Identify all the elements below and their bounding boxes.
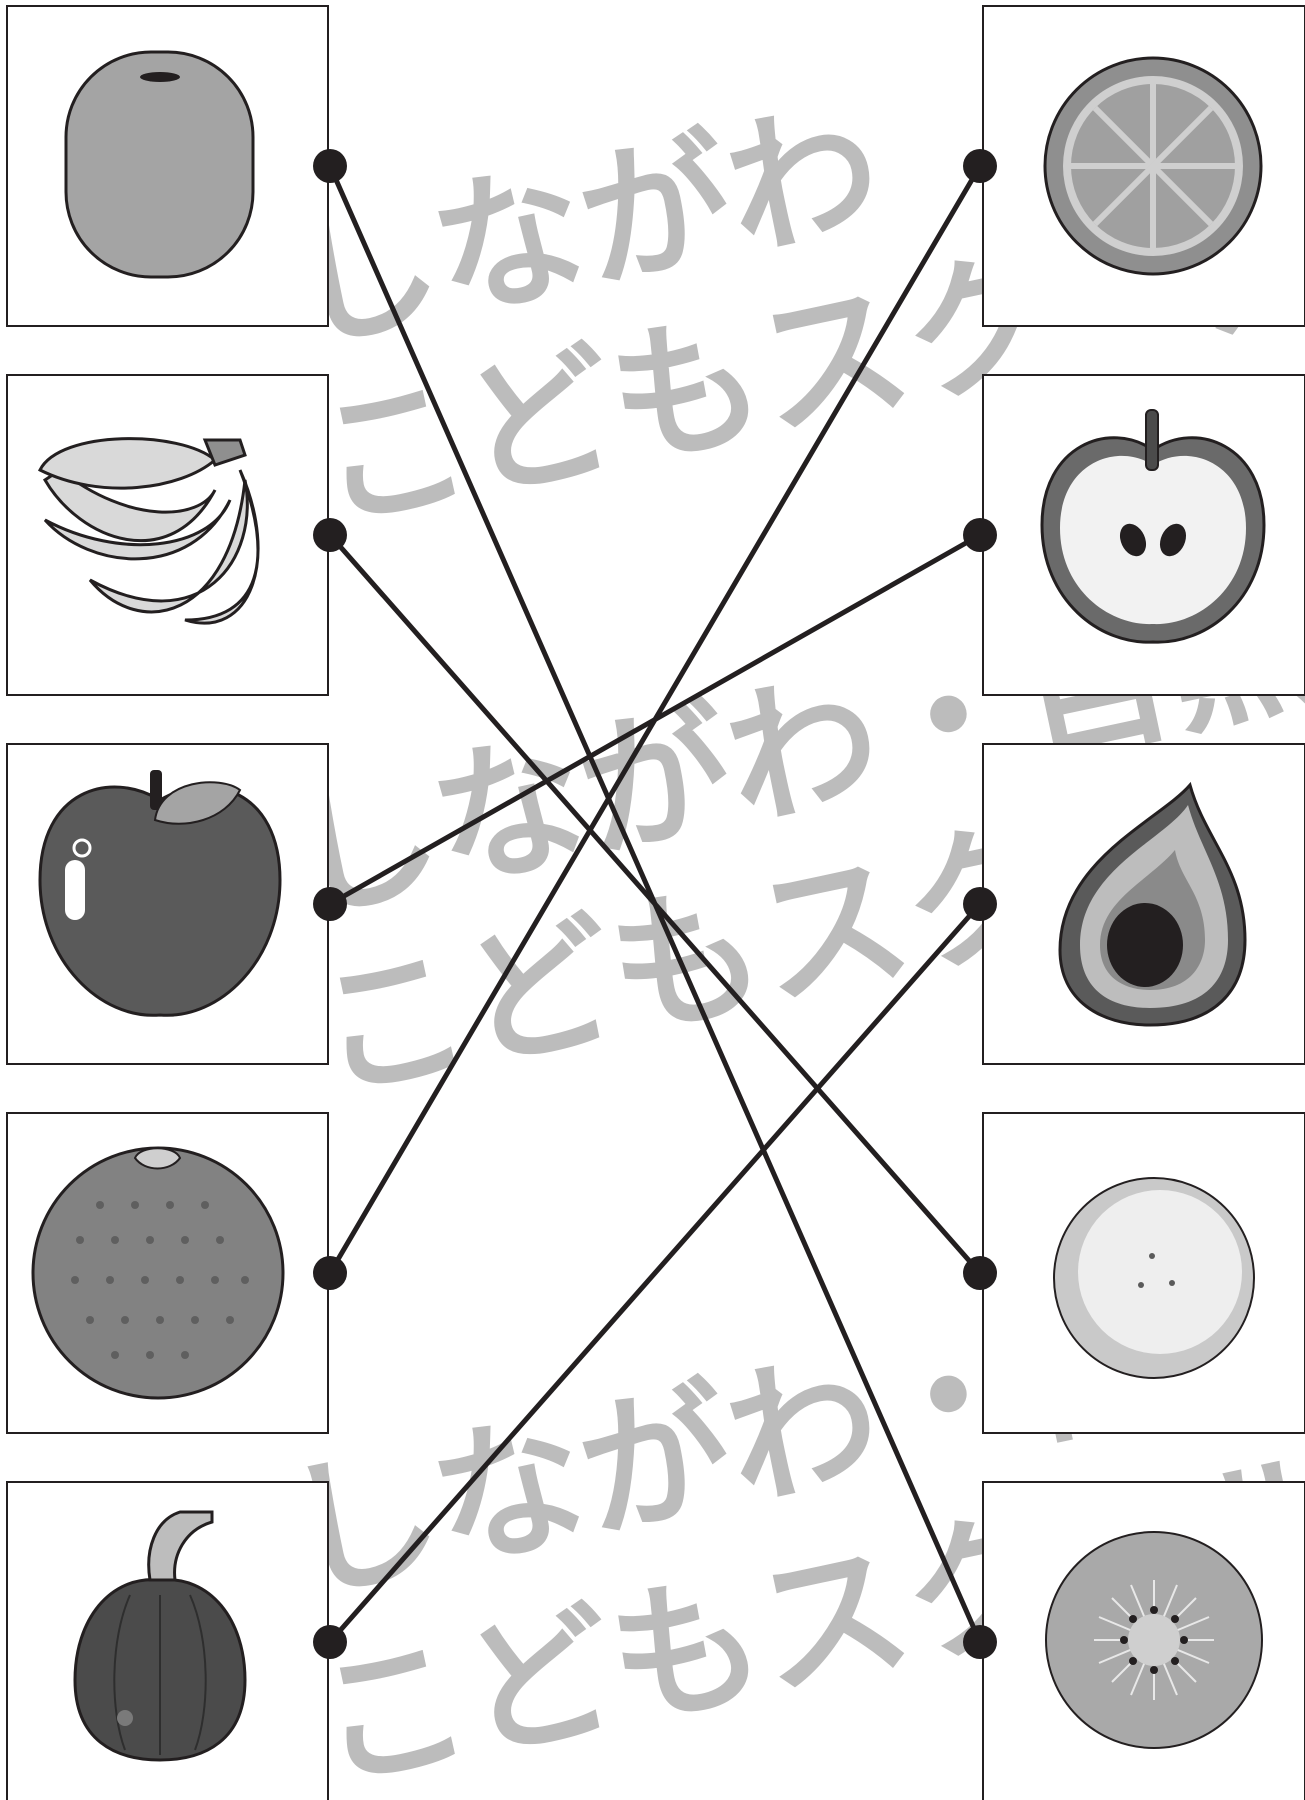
left-connector-dot[interactable] (313, 518, 347, 552)
left-connector-dot[interactable] (313, 149, 347, 183)
kiwi-icon (66, 52, 253, 277)
left-card-3[interactable] (7, 744, 328, 1064)
left-connector-dot[interactable] (313, 887, 347, 921)
left-card-2[interactable] (7, 375, 328, 695)
orange-icon (33, 1148, 283, 1398)
left-connector-dot[interactable] (313, 1256, 347, 1290)
right-card-3[interactable] (983, 744, 1305, 1064)
right-connector-dot[interactable] (963, 149, 997, 183)
right-card-1[interactable] (983, 6, 1305, 326)
orange-slice-icon (1045, 58, 1261, 274)
kiwi-slice-icon (1046, 1532, 1262, 1748)
left-column (7, 6, 328, 1800)
right-card-5[interactable] (983, 1482, 1305, 1800)
left-card-1[interactable] (7, 6, 328, 326)
right-card-2[interactable] (983, 375, 1305, 695)
right-connector-dot[interactable] (963, 887, 997, 921)
right-column (983, 6, 1305, 1800)
apple-icon (40, 770, 280, 1015)
right-connector-dot[interactable] (963, 518, 997, 552)
right-connector-dot[interactable] (963, 1256, 997, 1290)
left-card-5[interactable] (7, 1482, 328, 1800)
right-connector-dot[interactable] (963, 1625, 997, 1659)
banana-slice-icon (1054, 1178, 1254, 1378)
right-card-4[interactable] (983, 1113, 1305, 1433)
left-card-4[interactable] (7, 1113, 328, 1433)
left-connector-dot[interactable] (313, 1625, 347, 1659)
